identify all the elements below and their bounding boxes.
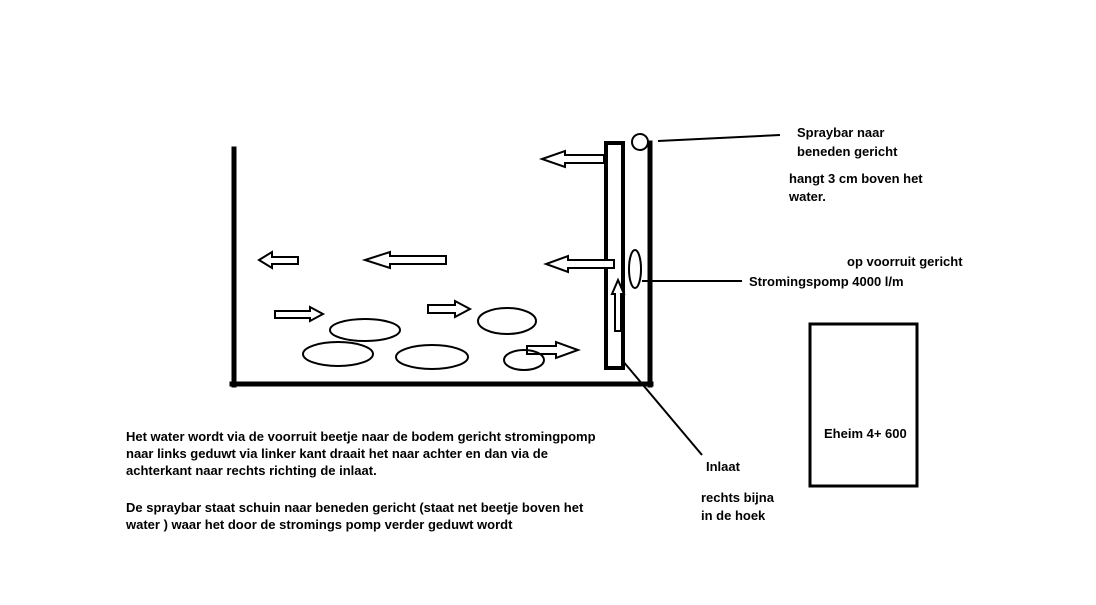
flow-arrow-right-3 [526,340,581,360]
description-line: achterkant naar rechts richting de inlaa… [126,463,377,478]
stone [329,318,401,342]
spraybar-label-line1: Spraybar naar [797,125,885,140]
description-paragraph-2: De spraybar staat schuin naar beneden ge… [126,499,626,533]
spraybar-note-line2: water. [789,189,826,204]
pump-arrow-left [543,254,615,274]
description-line: De spraybar staat schuin naar beneden ge… [126,500,584,515]
pump-icon [628,249,642,289]
pump-label: Stromingspomp 4000 l/m [749,274,904,289]
flow-arrow-left-large [361,250,447,270]
stone [302,341,374,367]
filter-box [808,322,919,488]
filter-label: Eheim 4+ 600 [824,426,907,441]
aquarium-tank [229,140,654,388]
spraybar-label-line2: beneden gericht [797,144,898,159]
description-line: water ) waar het door de stromings pomp … [126,517,513,532]
description-paragraph-1: Het water wordt via de voorruit beetje n… [126,428,626,479]
inlet-note-line2: in de hoek [701,508,766,523]
upward-flow-arrow [610,277,626,332]
description-line: Het water wordt via de voorruit beetje n… [126,429,596,444]
stone [395,344,469,370]
inlet-leader-line [621,359,703,456]
flow-arrow-right-2 [427,299,473,319]
spray-arrow-left [538,149,605,169]
spraybar-icon [631,133,649,151]
stone [503,349,545,371]
intake-column [604,141,625,370]
flow-arrow-right-1 [274,305,326,323]
spraybar-leader-line [657,134,781,142]
description-line: naar links geduwt via linker kant draait… [126,446,548,461]
inlet-label: Inlaat [706,459,740,474]
tank-decor [302,307,545,371]
voorruit-label: op voorruit gericht [847,254,963,269]
flow-arrow-left-small [257,250,299,270]
inlet-note-line1: rechts bijna [701,490,774,505]
spraybar-note-line1: hangt 3 cm boven het [789,171,923,186]
stone [477,307,537,335]
